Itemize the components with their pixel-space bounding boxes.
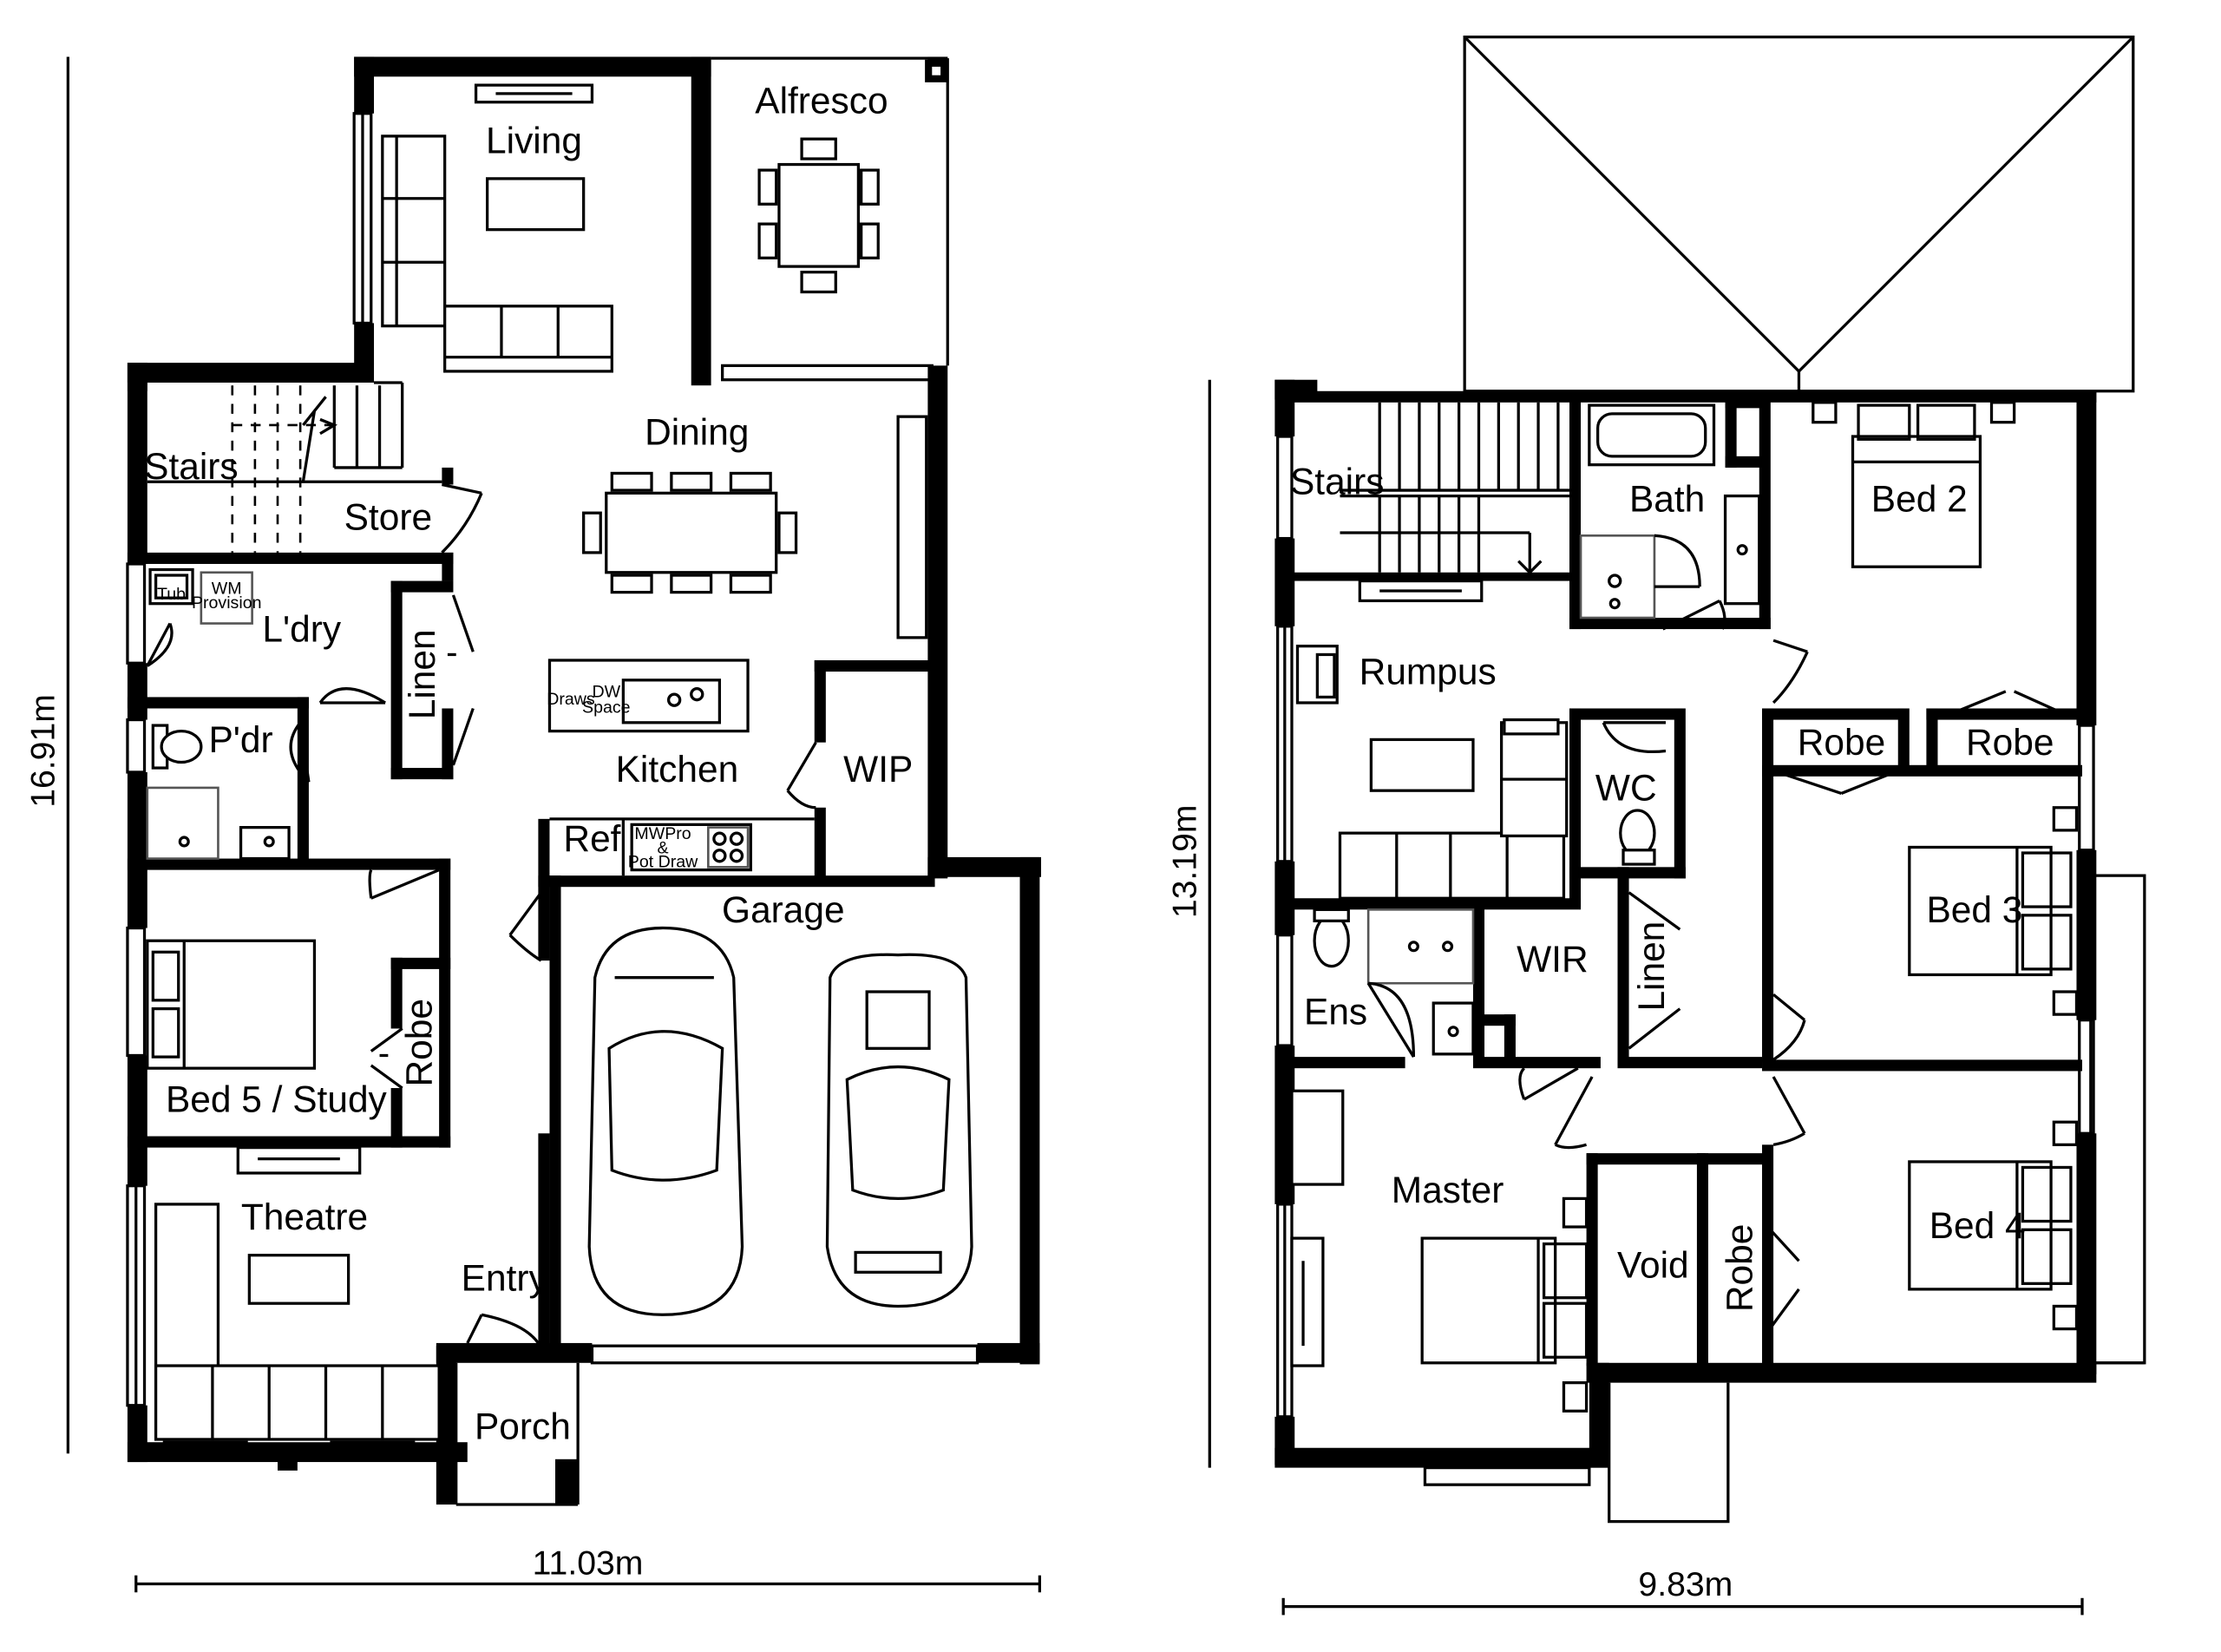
fixture-label-dw-space: Space: [582, 698, 631, 718]
room-label-robe-bed3: Robe: [1798, 722, 1885, 763]
room-label-linen-ground: Linen: [402, 629, 442, 719]
room-label-bed4: Bed 4: [1929, 1205, 2026, 1246]
room-label-ens: Ens: [1304, 991, 1367, 1032]
room-label-laundry: L'dry: [262, 609, 341, 650]
room-label-bath: Bath: [1629, 478, 1705, 519]
fixture-label-pot-draw: Pot Draw: [628, 853, 698, 872]
room-label-wc: WC: [1595, 767, 1657, 808]
fixture-label-dw: DW: [592, 683, 620, 702]
room-label-stairs-ground: Stairs: [144, 446, 238, 487]
room-label-store: Store: [344, 497, 432, 538]
room-label-robe-ground: Robe: [399, 999, 440, 1086]
fixture-label-tub: Tub: [157, 585, 186, 604]
room-label-wip: WIP: [843, 749, 913, 790]
room-label-entry: Entry: [462, 1257, 548, 1298]
room-label-theatre: Theatre: [241, 1196, 368, 1237]
room-label-porch: Porch: [475, 1406, 571, 1447]
room-label-robe-bed4: Robe: [1719, 1224, 1759, 1312]
fixture-label-ampersand: &: [658, 838, 669, 857]
first-floor-plan: [1208, 35, 2146, 1616]
fixture-label-draws: Draws: [547, 690, 595, 709]
room-label-alfresco: Alfresco: [755, 81, 888, 121]
room-label-ref: Ref: [563, 818, 620, 859]
room-label-linen-first: Linen: [1631, 921, 1672, 1012]
room-label-bed3: Bed 3: [1926, 889, 2022, 930]
room-label-dining: Dining: [645, 412, 749, 453]
room-label-bed2: Bed 2: [1871, 478, 1968, 519]
room-label-living: Living: [486, 120, 582, 161]
room-label-wir: WIR: [1517, 939, 1589, 980]
room-label-powder: P'dr: [208, 719, 272, 760]
dimension-first-width: 9.83m: [1638, 1566, 1733, 1603]
fixture-label-wm-provision: Provision: [192, 593, 262, 613]
fixture-label-wm: WM: [212, 580, 242, 599]
dimension-first-depth: 13.19m: [1167, 804, 1204, 918]
room-label-void: Void: [1617, 1245, 1689, 1286]
ground-floor-plan: [66, 56, 1041, 1593]
fixture-label-mwpro: MWPro: [634, 824, 691, 843]
room-label-garage: Garage: [722, 889, 845, 930]
room-label-robe-bed2: Robe: [1966, 722, 2054, 763]
room-label-master: Master: [1392, 1170, 1504, 1210]
dimension-ground-width: 11.03m: [533, 1545, 644, 1583]
room-label-kitchen: Kitchen: [616, 749, 739, 790]
room-label-bed5: Bed 5 / Study: [166, 1079, 388, 1120]
room-label-rumpus: Rumpus: [1359, 652, 1497, 692]
room-label-stairs-first: Stairs: [1290, 462, 1384, 502]
dimension-ground-depth: 16.91m: [25, 694, 62, 808]
